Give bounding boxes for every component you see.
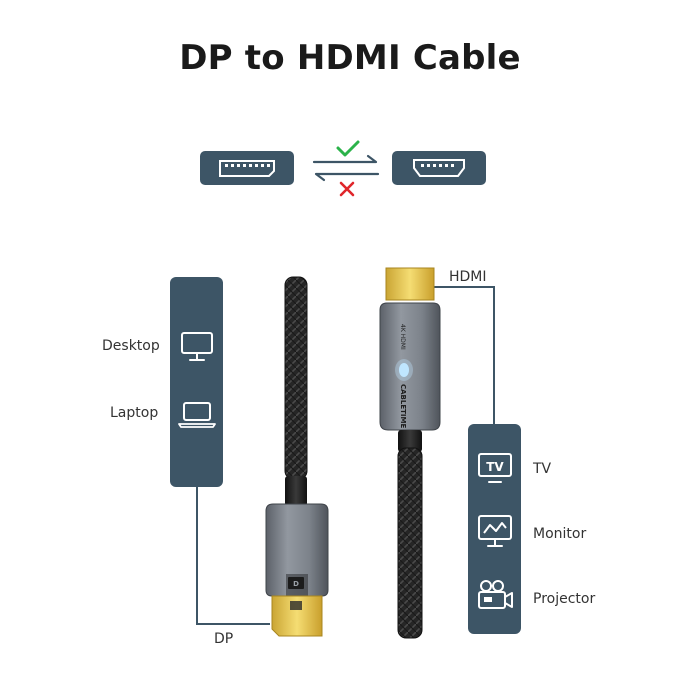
hdmi-cable-braid <box>398 448 422 638</box>
svg-text:D: D <box>293 580 299 588</box>
dp-leader-line <box>196 487 198 624</box>
display-devices-panel: TV <box>468 424 521 634</box>
dp-connector-label: DP <box>214 631 234 647</box>
hdmi-leader-line <box>493 286 495 424</box>
check-icon <box>336 140 360 157</box>
direction-arrows-icon <box>312 140 380 197</box>
dp-strain-relief <box>285 476 307 506</box>
display-device-label: Projector <box>533 591 596 607</box>
hdmi-leader-line <box>434 286 494 288</box>
dp-leader-line <box>196 623 270 625</box>
hdmi-port-icon <box>392 151 486 185</box>
tv-icon: TV <box>478 453 512 483</box>
display-device-label: TV <box>533 461 552 477</box>
hdmi-housing-badge: 4K HDMI <box>399 324 406 350</box>
page-title: DP to HDMI Cable <box>179 38 521 78</box>
dp-gold-plug <box>271 595 323 637</box>
hdmi-strain-relief <box>398 430 422 452</box>
source-devices-panel <box>170 277 223 487</box>
hdmi-housing-brand: CABLETIME <box>399 384 407 428</box>
projector-icon <box>478 580 513 609</box>
dp-logo-icon: D <box>288 577 304 589</box>
source-device-label: Laptop <box>110 405 159 421</box>
source-device-label: Desktop <box>102 338 160 354</box>
desktop-monitor-icon <box>181 332 213 361</box>
displayport-port-icon <box>200 151 294 185</box>
hdmi-connector-housing: CABLETIME 4K HDMI <box>379 302 441 431</box>
cross-icon <box>339 181 355 197</box>
laptop-icon <box>178 402 216 428</box>
hdmi-connector-label: HDMI <box>449 269 487 285</box>
monitor-chart-icon <box>478 515 512 547</box>
hdmi-gold-plug <box>385 267 435 301</box>
dp-cable-braid <box>285 277 307 479</box>
svg-text:TV: TV <box>486 460 504 474</box>
display-device-label: Monitor <box>533 526 587 542</box>
